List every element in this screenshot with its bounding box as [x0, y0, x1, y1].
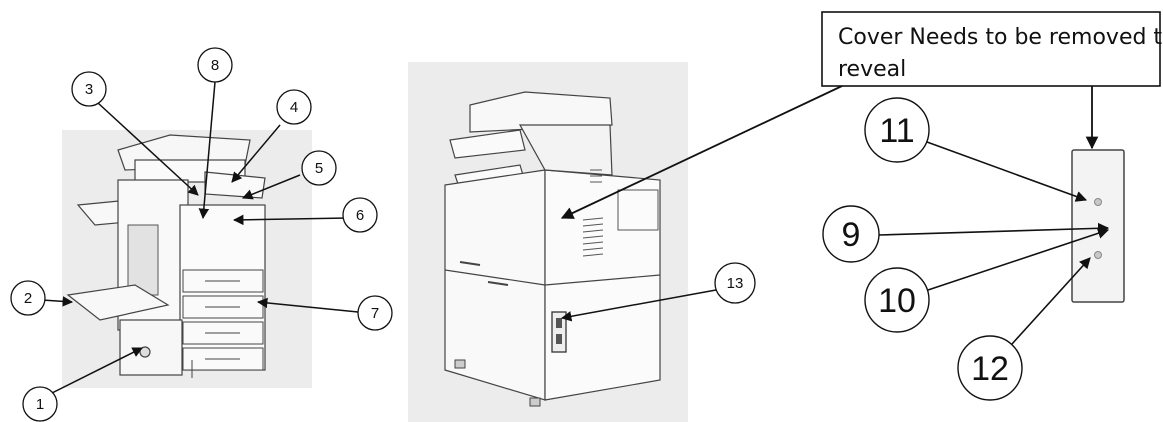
label-2: 2 — [24, 290, 32, 307]
label-11: 11 — [879, 112, 914, 150]
panel-leader-lines — [878, 141, 1110, 345]
callout-line-1: Cover Needs to be removed to — [838, 25, 1163, 50]
number-circle-10: 10 — [864, 267, 930, 333]
number-circle-7: 7 — [357, 295, 393, 331]
label-3: 3 — [85, 81, 93, 98]
label-13: 13 — [727, 275, 744, 292]
bypass-tray — [66, 284, 170, 321]
label-9: 9 — [842, 216, 861, 254]
label-12: 12 — [971, 350, 1009, 388]
number-circle-3: 3 — [71, 71, 107, 107]
number-circle-2: 2 — [10, 280, 46, 316]
label-8: 8 — [211, 57, 219, 74]
callout-line-2: reveal — [838, 57, 906, 82]
rear-view-printer — [408, 62, 688, 422]
label-1: 1 — [36, 396, 44, 413]
number-circle-4: 4 — [276, 89, 312, 125]
power-connector — [551, 311, 567, 353]
leader-13 — [560, 289, 717, 322]
number-circle-9: 9 — [822, 205, 880, 263]
label-4: 4 — [290, 99, 298, 116]
front-view-printer — [62, 130, 312, 388]
callout-box: Cover Needs to be removed to reveal — [821, 11, 1163, 87]
callout-arrow-to-printer — [560, 85, 843, 219]
number-circle-6: 6 — [342, 197, 378, 233]
label-5: 5 — [315, 160, 323, 177]
number-circle-12: 12 — [957, 335, 1023, 401]
indicator-12 — [1094, 251, 1102, 259]
label-7: 7 — [371, 305, 379, 322]
rear-body-back-face — [544, 169, 661, 401]
number-circle-11: 11 — [864, 97, 930, 163]
label-6: 6 — [356, 207, 364, 224]
power-panel-detail — [1071, 149, 1125, 303]
label-10: 10 — [878, 282, 916, 320]
number-circle-8: 8 — [197, 47, 233, 83]
indicator-11 — [1094, 198, 1102, 206]
number-circle-5: 5 — [301, 150, 337, 186]
number-circle-1: 1 — [22, 386, 58, 422]
front-view-leader-lines — [41, 81, 359, 396]
number-circle-13: 13 — [714, 262, 756, 304]
